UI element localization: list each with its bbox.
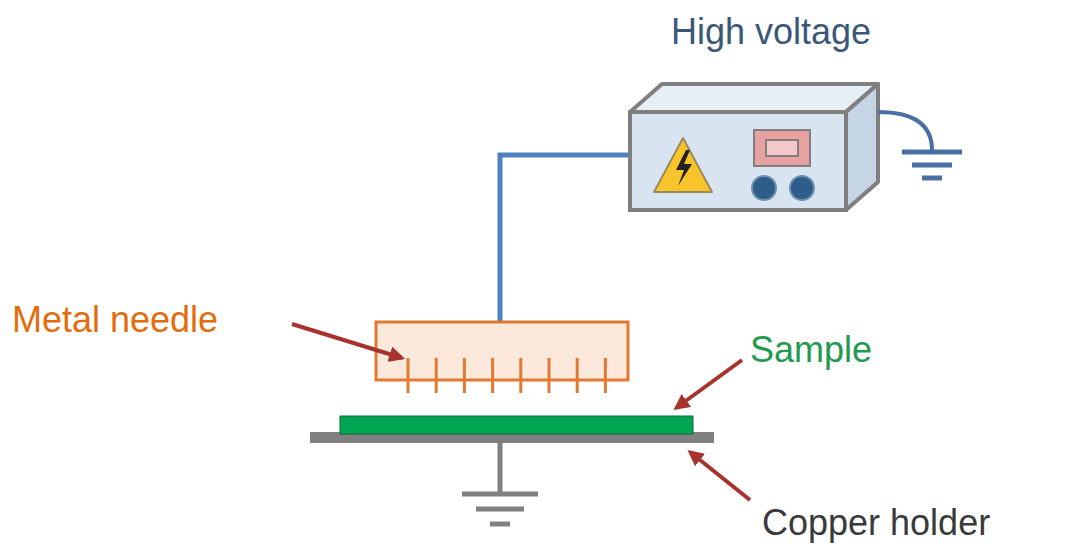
metal-needle-array [376, 322, 628, 393]
leader-arrow [292, 324, 402, 358]
part-label: Copper holder [762, 503, 990, 543]
high-voltage-supply [630, 84, 878, 210]
knob [752, 176, 776, 200]
part-label: Metal needle [12, 300, 218, 340]
needle [604, 358, 607, 393]
ground-symbol [902, 152, 962, 178]
needle [548, 358, 551, 393]
needle [491, 358, 494, 393]
needle [576, 358, 579, 393]
display-panel [754, 130, 810, 166]
ground-symbol [462, 443, 538, 524]
knob [790, 176, 814, 200]
needle [435, 358, 438, 393]
warning-triangle [654, 138, 712, 192]
supply-wire [500, 155, 630, 323]
ground-wire [878, 112, 932, 150]
power-supply-node: High voltage [667, 12, 876, 52]
leader-arrow [690, 452, 750, 500]
needle [463, 358, 466, 393]
part-label: Sample [750, 330, 872, 370]
needle [407, 358, 410, 393]
needle [519, 358, 522, 393]
sample-film [340, 416, 693, 434]
supply-heading: High voltage [667, 12, 876, 52]
leader-arrow [676, 360, 742, 408]
